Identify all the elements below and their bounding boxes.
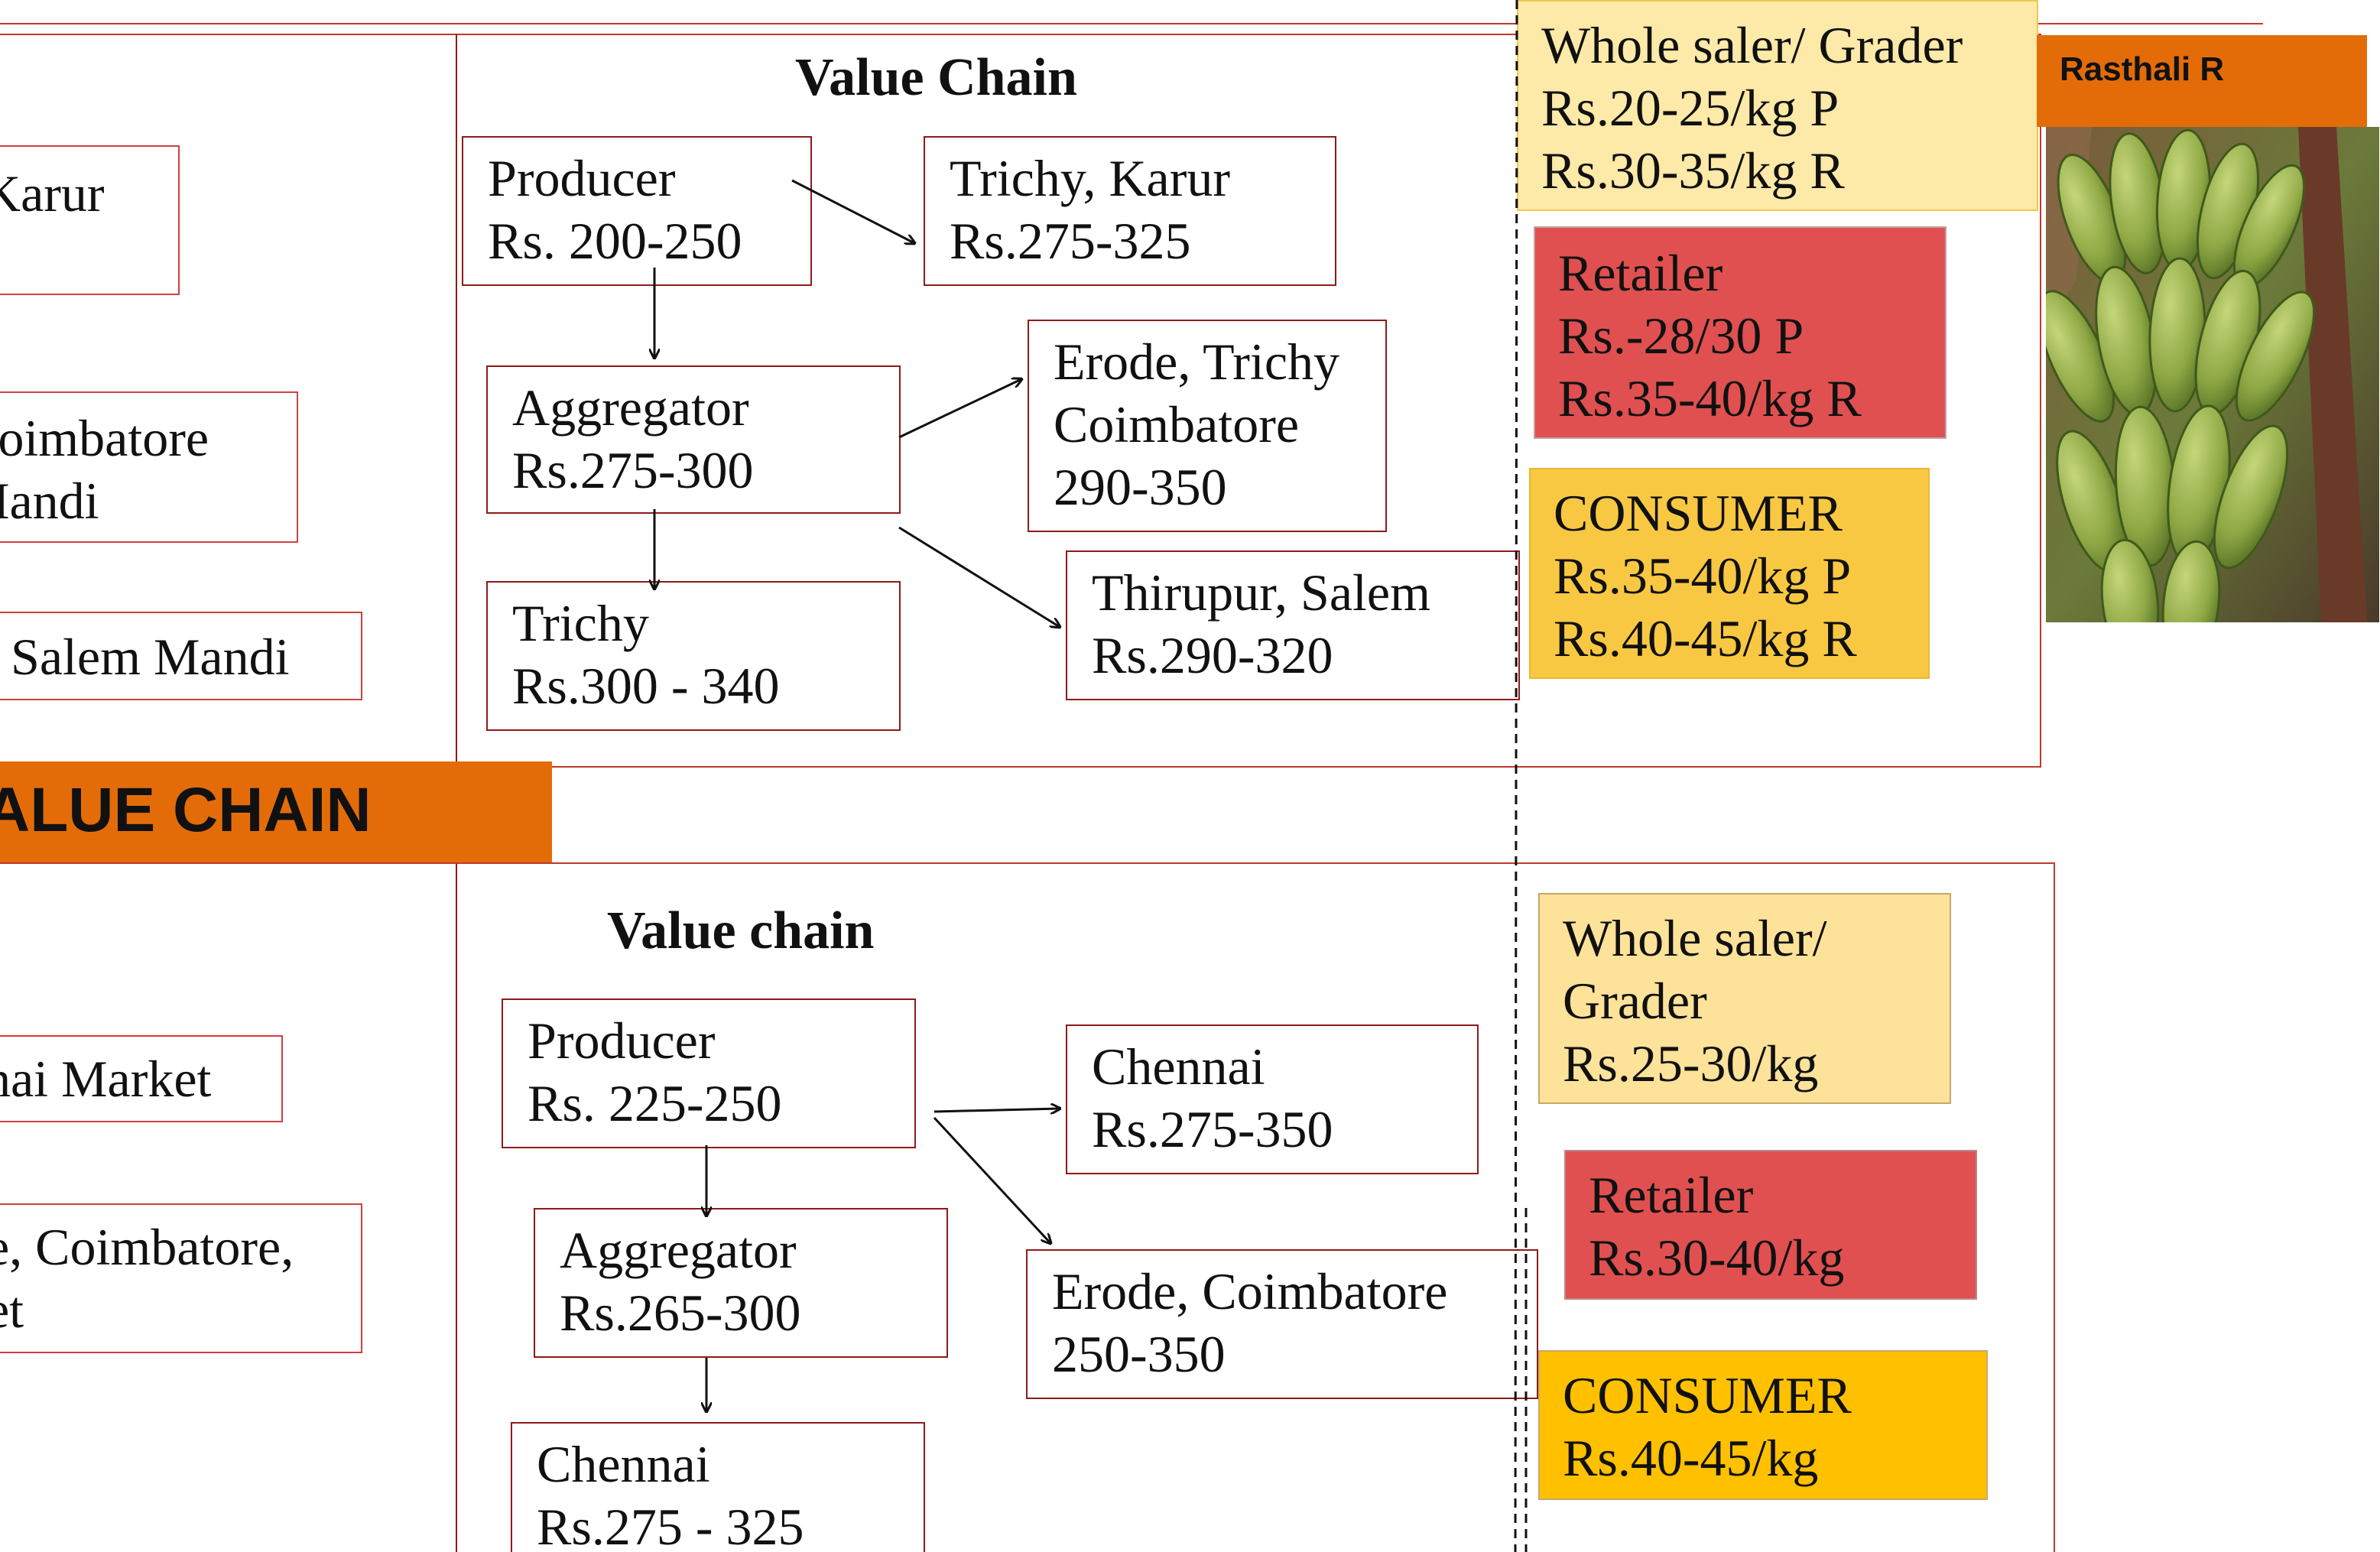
left-box-erode-coimbatore: e, Coimbatore, et xyxy=(0,1203,362,1353)
box-line: Whole saler/ Grader xyxy=(1541,16,1963,74)
top-consumer-box: CONSUMER Rs.35-40/kg P Rs.40-45/kg R xyxy=(1529,468,1930,679)
left-box-label: Coimbatore xyxy=(0,409,209,467)
box-line: Erode, Coimbatore xyxy=(1052,1262,1448,1320)
bottom-chennai-box: Chennai Rs.275 - 325 xyxy=(511,1422,925,1552)
arrow-aggregator-to-erode xyxy=(898,379,1021,439)
top-section-frame xyxy=(0,34,2041,768)
box-line: Rs.40-45/kg R xyxy=(1554,609,1857,667)
bottom-divider xyxy=(456,864,457,1552)
box-line: Rs.265-300 xyxy=(560,1284,801,1342)
box-line: Aggregator xyxy=(560,1221,797,1279)
box-line: Whole saler/ xyxy=(1563,909,1827,967)
left-box-chennai-market: hai Market xyxy=(0,1035,283,1122)
box-line: Rs.40-45/kg xyxy=(1563,1429,1819,1487)
top-aggregator-box: Aggregator Rs.275-300 xyxy=(486,365,901,514)
box-line: Rs. 200-250 xyxy=(488,212,742,270)
box-line: Rs. 225-250 xyxy=(528,1074,782,1132)
top-erode-box: Erode, Trichy Coimbatore 290-350 xyxy=(1028,320,1387,532)
top-retailer-box: Retailer Rs.-28/30 P Rs.35-40/kg R xyxy=(1534,226,1947,439)
left-box-label: , Salem Mandi xyxy=(0,628,290,686)
left-box-salem: , Salem Mandi xyxy=(0,612,362,700)
banana-bunch-photo xyxy=(2046,127,2379,622)
box-line: Retailer xyxy=(1589,1166,1754,1224)
bottom-chennai-right-box: Chennai Rs.275-350 xyxy=(1066,1024,1479,1174)
box-line: Rs.30-40/kg xyxy=(1589,1229,1845,1287)
box-line: CONSUMER xyxy=(1563,1366,1852,1424)
top-divider xyxy=(456,34,457,766)
bottom-consumer-box: CONSUMER Rs.40-45/kg xyxy=(1538,1350,1988,1500)
box-line: Rs.35-40/kg P xyxy=(1554,547,1852,605)
top-rule xyxy=(0,23,2263,24)
top-title: Value Chain xyxy=(795,48,1077,107)
box-line: Rs.35-40/kg R xyxy=(1558,369,1862,427)
bottom-section-frame xyxy=(0,862,2055,1552)
box-line: Chennai xyxy=(537,1435,710,1493)
box-line: Rs.275-325 xyxy=(950,212,1191,270)
box-line: Rs.275-350 xyxy=(1092,1100,1333,1158)
arrow-producer-to-trichy-karur xyxy=(791,179,914,243)
arrow-aggregator-to-thirupur xyxy=(898,526,1060,627)
box-line: Rs.275-300 xyxy=(512,441,754,499)
box-line: Grader xyxy=(1563,972,1707,1030)
bottom-aggregator-box: Aggregator Rs.265-300 xyxy=(534,1208,948,1358)
box-line: Trichy, Karur xyxy=(950,149,1231,207)
rasthali-label: Rasthali R xyxy=(2037,35,2367,127)
left-box-karur: Karur xyxy=(0,145,180,295)
box-line: Rs.25-30/kg xyxy=(1563,1034,1819,1093)
box-line: Aggregator xyxy=(512,378,749,437)
left-box-coimbatore: Coimbatore Mandi xyxy=(0,391,298,543)
left-box-label: Karur xyxy=(0,164,105,222)
top-producer-box: Producer Rs. 200-250 xyxy=(462,136,812,286)
left-box-label: e, Coimbatore, xyxy=(0,1218,294,1276)
top-trichy-karur-box: Trichy, Karur Rs.275-325 xyxy=(924,136,1336,286)
dashed-divider xyxy=(1514,0,1518,1552)
arrow-producer-to-erode xyxy=(933,1116,1050,1243)
box-line: 250-350 xyxy=(1052,1325,1226,1383)
box-line: Rs.290-320 xyxy=(1092,626,1333,684)
arrow-producer-to-chennai xyxy=(933,1109,1060,1112)
box-line: 290-350 xyxy=(1054,458,1227,516)
box-line: Chennai xyxy=(1092,1037,1265,1096)
top-wholesaler-box: Whole saler/ Grader Rs.20-25/kg P Rs.30-… xyxy=(1517,0,2038,211)
box-line: Retailer xyxy=(1558,244,1723,302)
box-line: Thirupur, Salem xyxy=(1092,563,1430,622)
bottom-retailer-box: Retailer Rs.30-40/kg xyxy=(1564,1150,1977,1300)
box-line: Producer xyxy=(528,1011,716,1070)
box-line: Rs.275 - 325 xyxy=(537,1498,804,1552)
bottom-title: Value chain xyxy=(607,901,875,960)
box-line: Rs.300 - 340 xyxy=(512,657,780,715)
box-line: Rs.30-35/kg R xyxy=(1541,141,1845,200)
value-chain-banner: ALUE CHAIN xyxy=(0,761,552,862)
box-line: Rs.20-25/kg P xyxy=(1541,79,1839,137)
box-line: Erode, Trichy xyxy=(1054,333,1339,391)
box-line: Coimbatore xyxy=(1054,395,1300,453)
bottom-producer-box: Producer Rs. 225-250 xyxy=(502,998,916,1148)
top-thirupur-box: Thirupur, Salem Rs.290-320 xyxy=(1066,550,1520,700)
box-line: Trichy xyxy=(512,594,649,652)
box-line: Producer xyxy=(488,149,676,207)
left-box-label: Mandi xyxy=(0,472,99,530)
box-line: CONSUMER xyxy=(1554,484,1843,542)
bottom-wholesaler-box: Whole saler/ Grader Rs.25-30/kg xyxy=(1538,893,1951,1104)
bottom-erode-box: Erode, Coimbatore 250-350 xyxy=(1026,1249,1538,1399)
left-box-label: et xyxy=(0,1281,24,1339)
top-trichy-box: Trichy Rs.300 - 340 xyxy=(486,581,901,731)
left-box-label: hai Market xyxy=(0,1050,212,1108)
box-line: Rs.-28/30 P xyxy=(1558,307,1804,365)
